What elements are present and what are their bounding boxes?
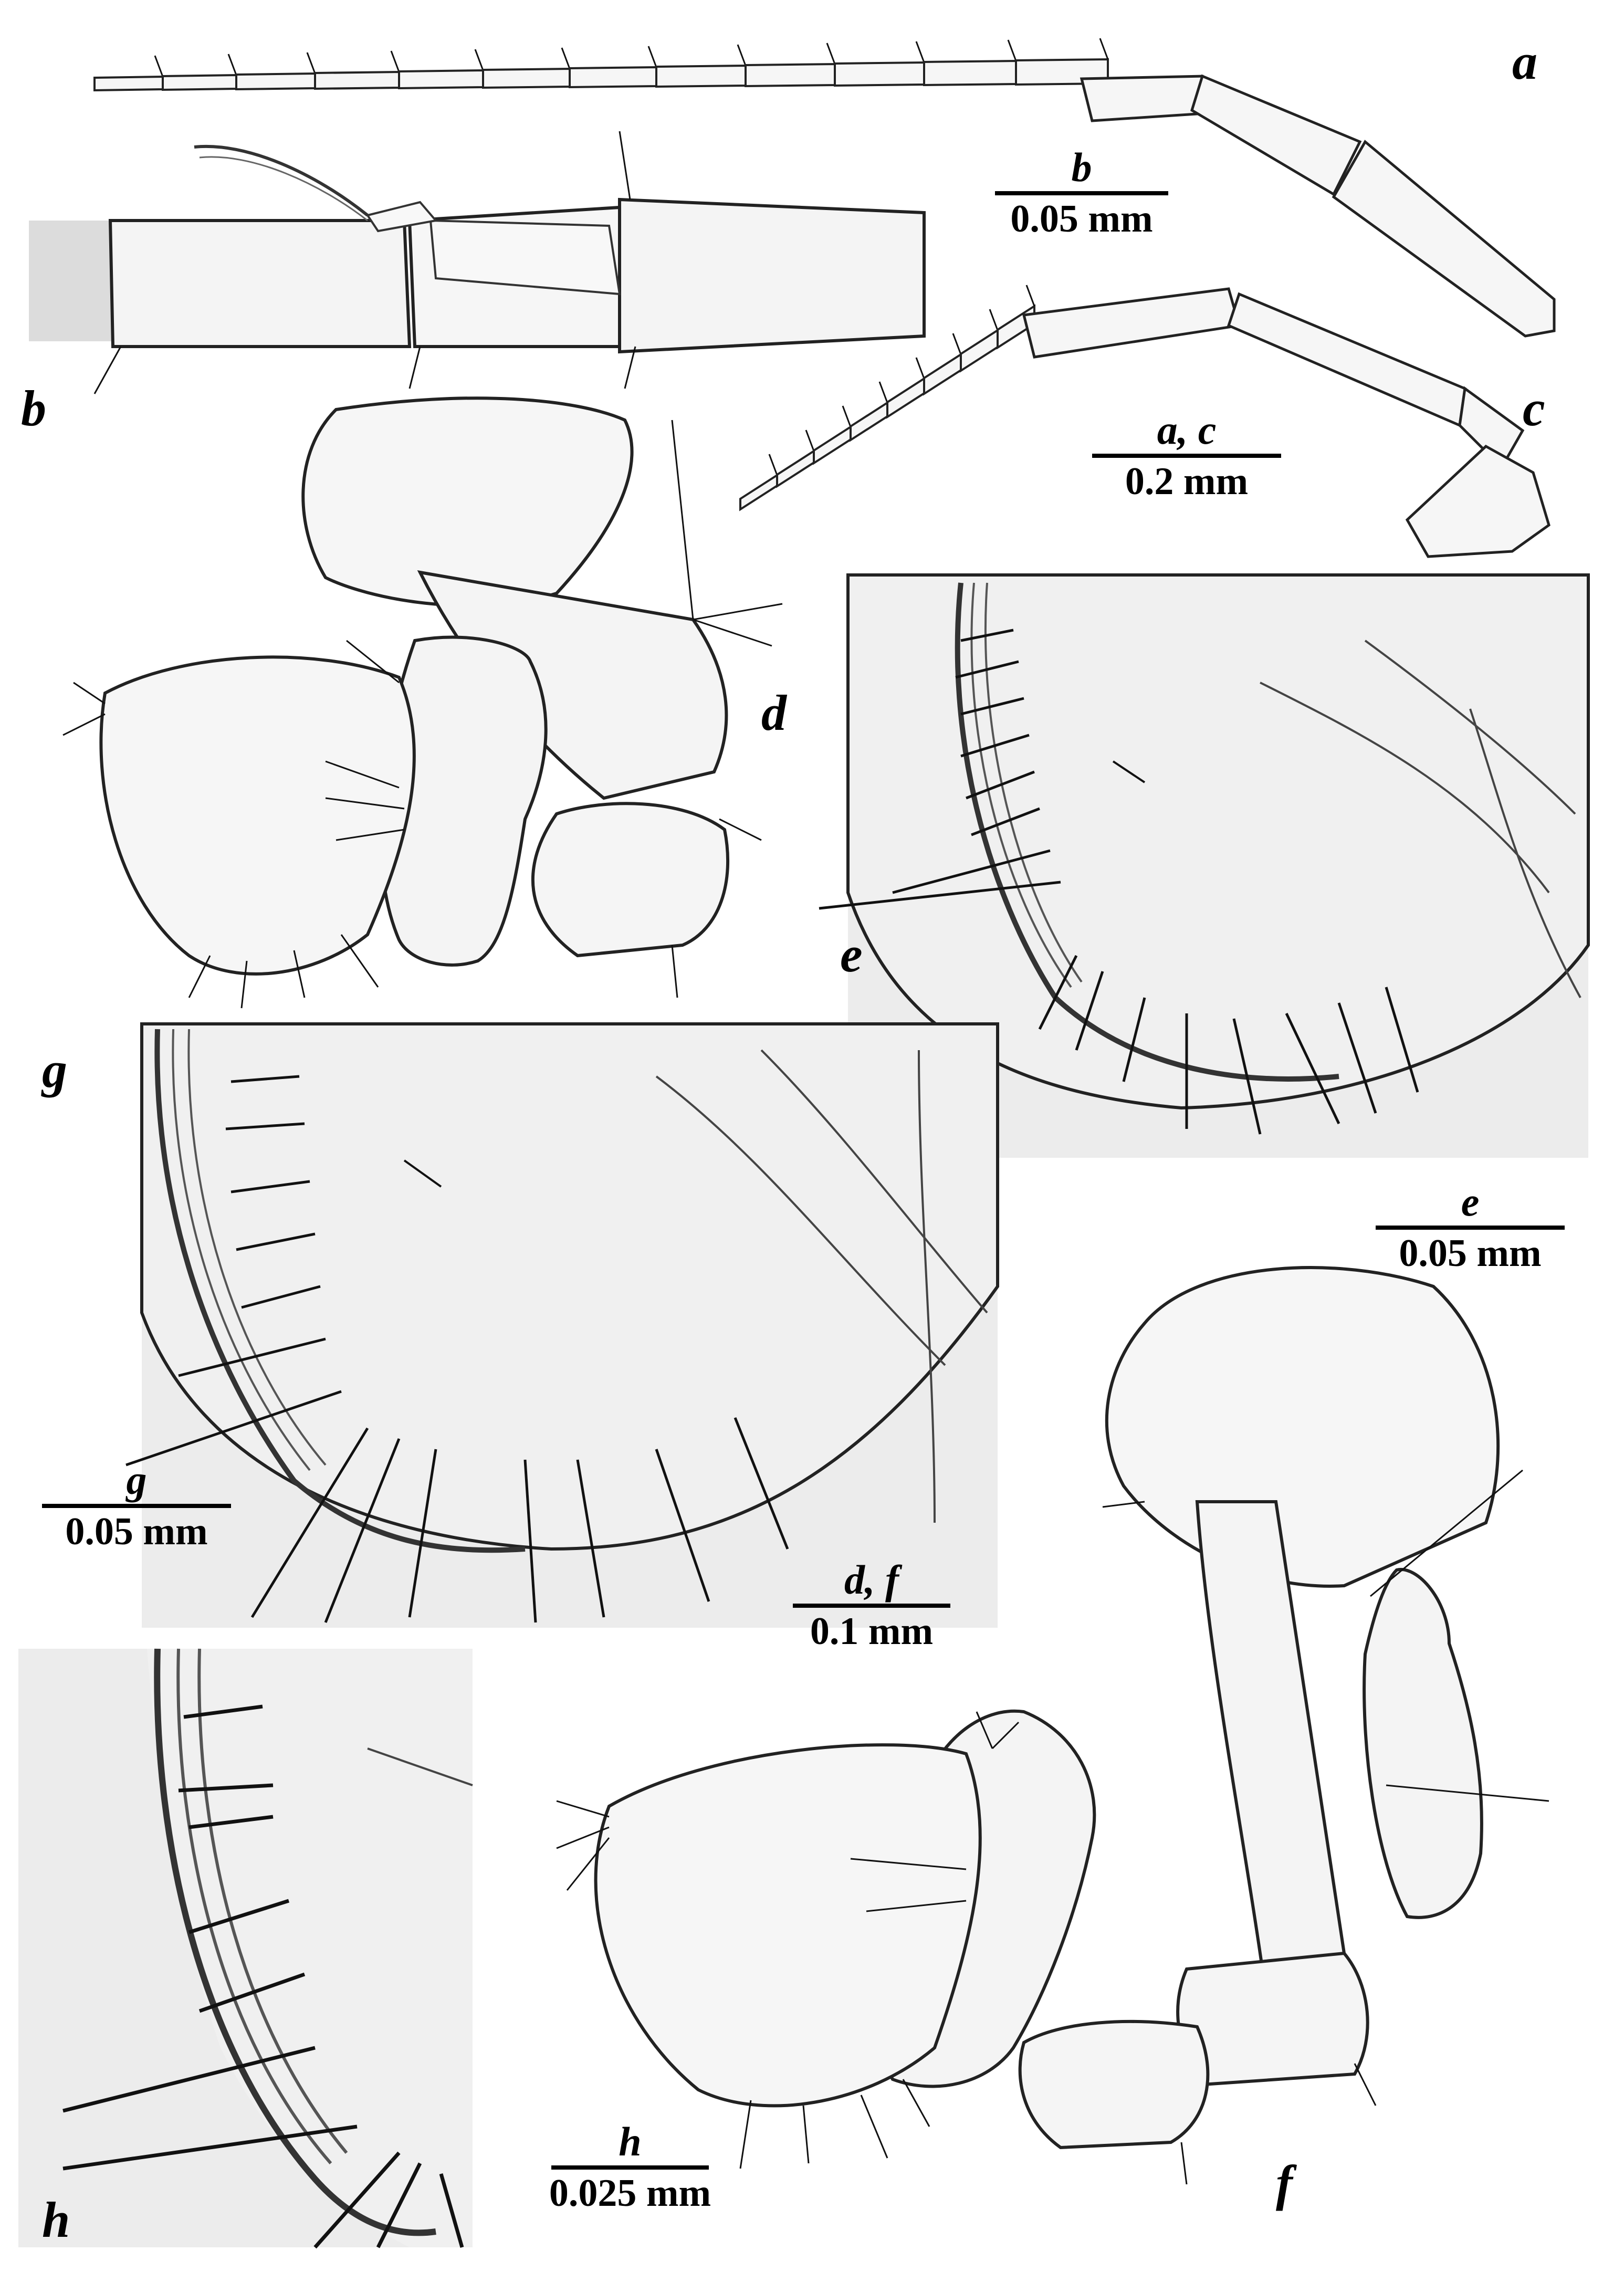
panel-g-propodus-detail bbox=[125, 1022, 999, 1628]
panel-label-c: c bbox=[1523, 380, 1545, 436]
scale-bar-df: d, f 0.1 mm bbox=[777, 1559, 966, 1651]
panel-c-flagellum-segment-seta bbox=[842, 405, 852, 427]
panel-c-flagellum-segment bbox=[923, 352, 962, 396]
scale-bar-g-value: 0.05 mm bbox=[65, 1510, 208, 1553]
panel-a-flagellum-segment-seta bbox=[390, 50, 400, 72]
panel-a-flagellum-segment bbox=[834, 61, 925, 87]
panel-a-flagellum-segment-seta bbox=[561, 47, 571, 69]
panel-label-g: g bbox=[42, 1042, 67, 1098]
scale-bar-h-line bbox=[551, 2165, 709, 2170]
scale-bar-h-value: 0.025 mm bbox=[549, 2172, 711, 2215]
panel-a-flagellum-segment-seta bbox=[306, 52, 316, 74]
scale-bar-b-key: b bbox=[1071, 144, 1092, 190]
scale-bar-ac: a, c 0.2 mm bbox=[1082, 410, 1292, 501]
scale-bar-e-line bbox=[1376, 1226, 1565, 1230]
scale-bar-b: b 0.05 mm bbox=[977, 147, 1187, 238]
panel-a-flagellum-segment-seta bbox=[154, 55, 164, 77]
scale-bar-b-line bbox=[995, 191, 1168, 195]
panel-a-flagellum-segment-seta bbox=[1099, 38, 1109, 60]
scale-bar-g-key: g bbox=[126, 1457, 147, 1503]
scale-bar-e: e 0.05 mm bbox=[1365, 1181, 1575, 1273]
panel-a-flagellum-segment-seta bbox=[915, 41, 925, 63]
panel-a-flagellum-segment bbox=[235, 72, 316, 91]
panel-c-flagellum-segment-seta bbox=[915, 357, 925, 379]
panel-a-flagellum-segment bbox=[314, 70, 400, 90]
scale-bar-g: g 0.05 mm bbox=[32, 1460, 242, 1551]
panel-a-flagellum-segment-seta bbox=[647, 46, 657, 68]
panel-c-flagellum-segment bbox=[776, 449, 815, 488]
scale-bar-b-value: 0.05 mm bbox=[1010, 197, 1153, 240]
panel-c-flagellum-segment bbox=[739, 473, 778, 511]
panel-c-flagellum-segment bbox=[886, 376, 925, 419]
scale-bar-h-key: h bbox=[619, 2119, 642, 2164]
panel-a-flagellum-segment-seta bbox=[474, 49, 484, 71]
panel-a-flagellum-segment bbox=[162, 74, 237, 91]
panel-c-flagellum-segment-seta bbox=[878, 381, 888, 403]
panel-h-dactylus-detail bbox=[18, 1648, 473, 2249]
panel-c-flagellum-segment-seta bbox=[989, 309, 999, 331]
scale-bar-ac-key: a, c bbox=[1157, 407, 1217, 453]
panel-a-flagellum-segment bbox=[923, 59, 1017, 87]
panel-label-f: f bbox=[1276, 2155, 1293, 2211]
panel-a-flagellum-segment bbox=[745, 62, 836, 88]
scale-bar-df-key: d, f bbox=[844, 1557, 899, 1603]
panel-label-h: h bbox=[42, 2192, 70, 2248]
panel-a-flagellum-segment-seta bbox=[227, 54, 237, 76]
panel-a-flagellum-segment-seta bbox=[737, 44, 747, 66]
panel-f-gnathopod bbox=[556, 1266, 1549, 2185]
scale-bar-ac-value: 0.2 mm bbox=[1125, 460, 1249, 503]
panel-c-antenna bbox=[739, 285, 1550, 558]
panel-a-flagellum-segment bbox=[398, 69, 484, 90]
panel-c-flagellum-segment-seta bbox=[768, 454, 778, 476]
panel-a-antenna bbox=[93, 38, 1556, 338]
panel-c-flagellum-segment-seta bbox=[952, 333, 962, 355]
scale-bar-g-line bbox=[42, 1504, 231, 1508]
panel-c-flagellum-segment bbox=[960, 328, 999, 373]
scale-bar-e-key: e bbox=[1461, 1179, 1480, 1224]
panel-a-flagellum-segment bbox=[93, 75, 164, 92]
panel-a-flagellum-segment bbox=[655, 64, 747, 88]
panel-c-flagellum-segment-seta bbox=[805, 430, 815, 452]
panel-b-peduncle-detail bbox=[29, 131, 926, 394]
panel-label-b: b bbox=[21, 380, 46, 436]
panel-a-flagellum-segment bbox=[569, 66, 657, 89]
panel-e-propodus-detail bbox=[819, 573, 1590, 1158]
panel-label-d: d bbox=[761, 685, 787, 741]
panel-label-a: a bbox=[1512, 34, 1537, 90]
panel-a-flagellum-segment-seta bbox=[826, 43, 836, 65]
panel-c-flagellum-segment-seta bbox=[1025, 285, 1035, 307]
scale-bar-df-line bbox=[793, 1604, 950, 1608]
panel-c-flagellum-segment bbox=[813, 425, 852, 465]
scale-bar-ac-line bbox=[1092, 454, 1281, 458]
scale-bar-e-value: 0.05 mm bbox=[1399, 1232, 1542, 1275]
scale-bar-df-value: 0.1 mm bbox=[810, 1610, 934, 1653]
panel-a-flagellum-segment-seta bbox=[1007, 39, 1017, 61]
scale-bar-h: h 0.025 mm bbox=[525, 2121, 735, 2213]
panel-a-flagellum-segment bbox=[482, 67, 571, 89]
panel-label-e: e bbox=[840, 926, 863, 982]
panel-c-flagellum-segment bbox=[850, 401, 888, 442]
panel-d-gnathopod bbox=[62, 396, 783, 1009]
